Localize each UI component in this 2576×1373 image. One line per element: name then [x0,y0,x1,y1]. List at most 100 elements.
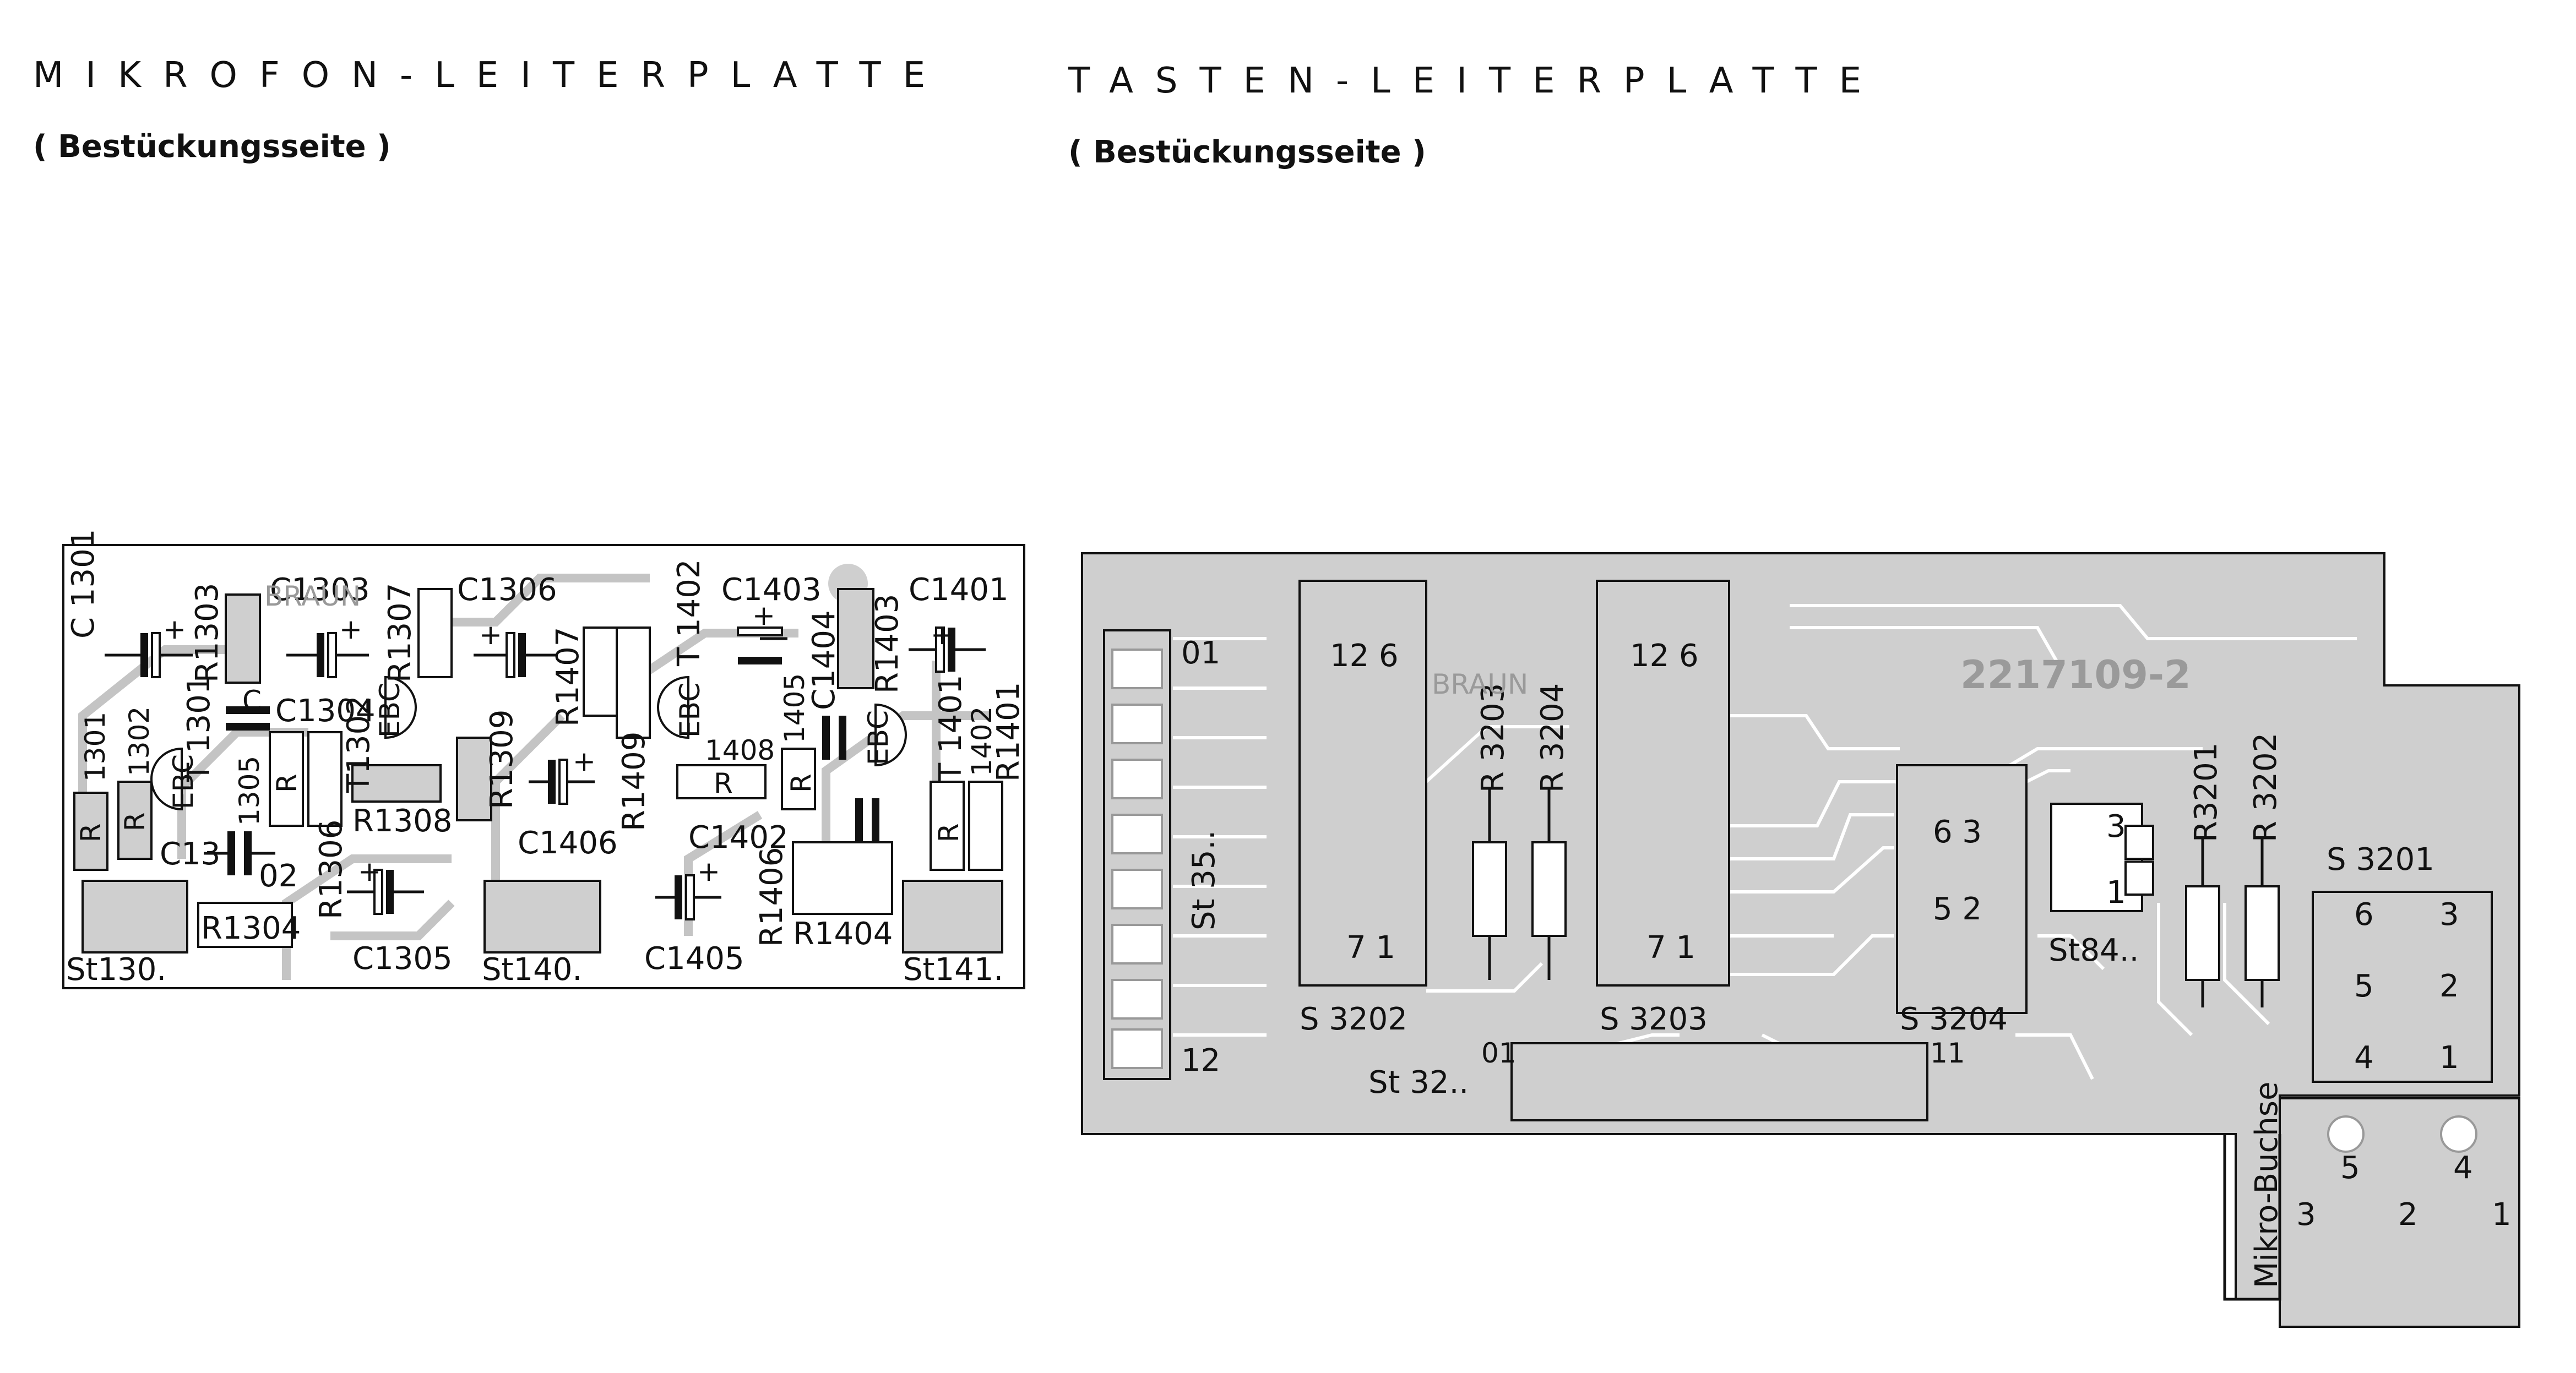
label-s3201-pin1: 1 [2439,1040,2459,1076]
label-s3201: S 3201 [2327,842,2434,878]
label-s3203-bottom-pins: 7 1 [1646,930,1695,966]
key-board: 01 12 St 35.. 12 6 7 1 S 3202 R 3203 R 3… [1081,552,2520,1328]
key-board-subtitle: ( Bestückungsseite ) [1068,134,1426,170]
r-glyph: R [75,823,107,842]
label-s3203: S 3203 [1600,1001,1708,1037]
r3202-resistor [2245,837,2280,1007]
label-c1405: C1405 [644,941,744,977]
label-mikro-buchse-pin4: 4 [2453,1150,2473,1186]
label-r1403: R1403 [869,594,905,694]
label-st84: St84.. [2048,933,2139,968]
r1309-body [456,737,492,821]
label-r1404: R1404 [793,916,893,952]
label-r1309: R1309 [484,710,520,809]
c1305-capacitor [347,869,424,915]
st141-connector [902,880,1003,954]
label-st130: St130. [66,952,166,988]
label-c1401: C1401 [909,572,1009,608]
mikro-buchse-socket [2279,1097,2520,1328]
label-r3204: R 3204 [1535,683,1570,793]
c1405-capacitor [655,874,721,920]
st84-connector [2050,803,2154,912]
ebc-glyph: EBC [167,754,199,809]
r1402-body [930,781,965,871]
r-glyph: R [714,767,733,799]
c1403-capacitor [737,626,787,664]
label-st32-pin01: 01 [1481,1037,1517,1069]
label-r1301: 1301 [79,712,111,782]
plus-mark: + [163,613,186,645]
key-board-number: 2217109-2 [1960,652,2191,698]
st140-connector [483,880,601,954]
label-r1405: 1405 [779,673,811,743]
t1301-transistor [150,747,183,811]
mic-board: C 1301 R1303 C1303 R1307 C1306 T 1402 C1… [62,529,1026,989]
label-c1301: C 1301 [66,529,101,639]
label-r1303: R1303 [189,583,225,683]
label-st84-pin1: 1 [2106,875,2126,911]
label-r1304: R1304 [201,911,301,946]
label-r3201: R3201 [2188,743,2224,842]
label-s3202-top-pins: 12 6 [1330,638,1399,674]
c1401-capacitor [909,626,986,673]
mic-board-labels: C 1301 R1303 C1303 R1307 C1306 T 1402 C1… [66,529,1026,988]
label-t1402: T 1402 [671,559,707,667]
st32-connector [1510,1042,1928,1121]
r3201-resistor [2185,837,2220,1007]
label-r1402: 1402 [966,706,998,776]
r1304-body [197,902,293,948]
mic-board-parts [73,588,1003,954]
label-r1407: R1407 [550,627,586,727]
label-t1301: T 1301 [181,674,217,782]
label-s3203-top-pins: 12 6 [1630,638,1699,674]
mikro-buchse-pad [2327,1115,2365,1153]
plus-mark: + [931,619,954,651]
label-st140: St140. [482,952,582,988]
st130-connector [81,880,188,954]
r-glyph: R [933,823,965,842]
c1306-capacitor [474,632,556,678]
r1302-body [117,781,153,860]
label-s3202: S 3202 [1300,1001,1407,1037]
t1402-transistor [657,675,689,739]
label-st35: St 35.. [1186,830,1222,930]
key-board-traces [1173,604,2357,1080]
label-s3204-bottom-pins: 5 2 [1933,891,1982,927]
label-s3201-pin4: 4 [2354,1040,2374,1076]
label-c1304: C1304 [275,693,376,729]
c1301-capacitor [105,632,193,678]
c1406-capacitor [529,759,595,805]
label-s3201-pin3: 3 [2439,897,2459,933]
label-s3201-pin6: 6 [2354,897,2374,933]
label-r1406: R1406 [754,847,790,947]
label-s3204: S 3204 [1900,1001,2008,1037]
label-r1306: R1306 [313,820,349,919]
label-mikro-buchse-pin1: 1 [2492,1197,2512,1233]
key-board-copper [1082,553,2519,1299]
plus-mark: + [358,856,381,887]
label-r3202: R 3202 [2248,733,2284,842]
label-r1408: 1408 [705,734,775,766]
plus-mark: + [752,600,775,631]
label-c13: C13 [160,836,220,872]
mic-board-brand: BRAUN [264,580,361,612]
r1408-body [676,764,767,799]
s3204-switch [1896,764,2028,1014]
s3202-switch [1298,580,1427,987]
label-st32-pin11: 11 [1930,1037,1965,1069]
ebc-glyph: EBC [674,683,706,738]
label-s3204-top-pins: 6 3 [1933,814,1982,850]
c1402-capacitor [855,798,879,842]
r1307-body [417,588,453,678]
label-r3203: R 3203 [1475,683,1511,793]
r1301-body [73,792,108,871]
r1303-body [225,593,261,684]
label-mikro-buchse-pin2: 2 [2398,1197,2418,1233]
c1404-capacitor [822,716,846,760]
ebc-glyph: EBC [862,710,894,765]
label-s3201-pin2: 2 [2439,968,2459,1004]
label-c1404: C1404 [806,610,842,710]
label-mikro-buchse-pin5: 5 [2340,1150,2360,1186]
plus-mark: + [697,856,720,887]
